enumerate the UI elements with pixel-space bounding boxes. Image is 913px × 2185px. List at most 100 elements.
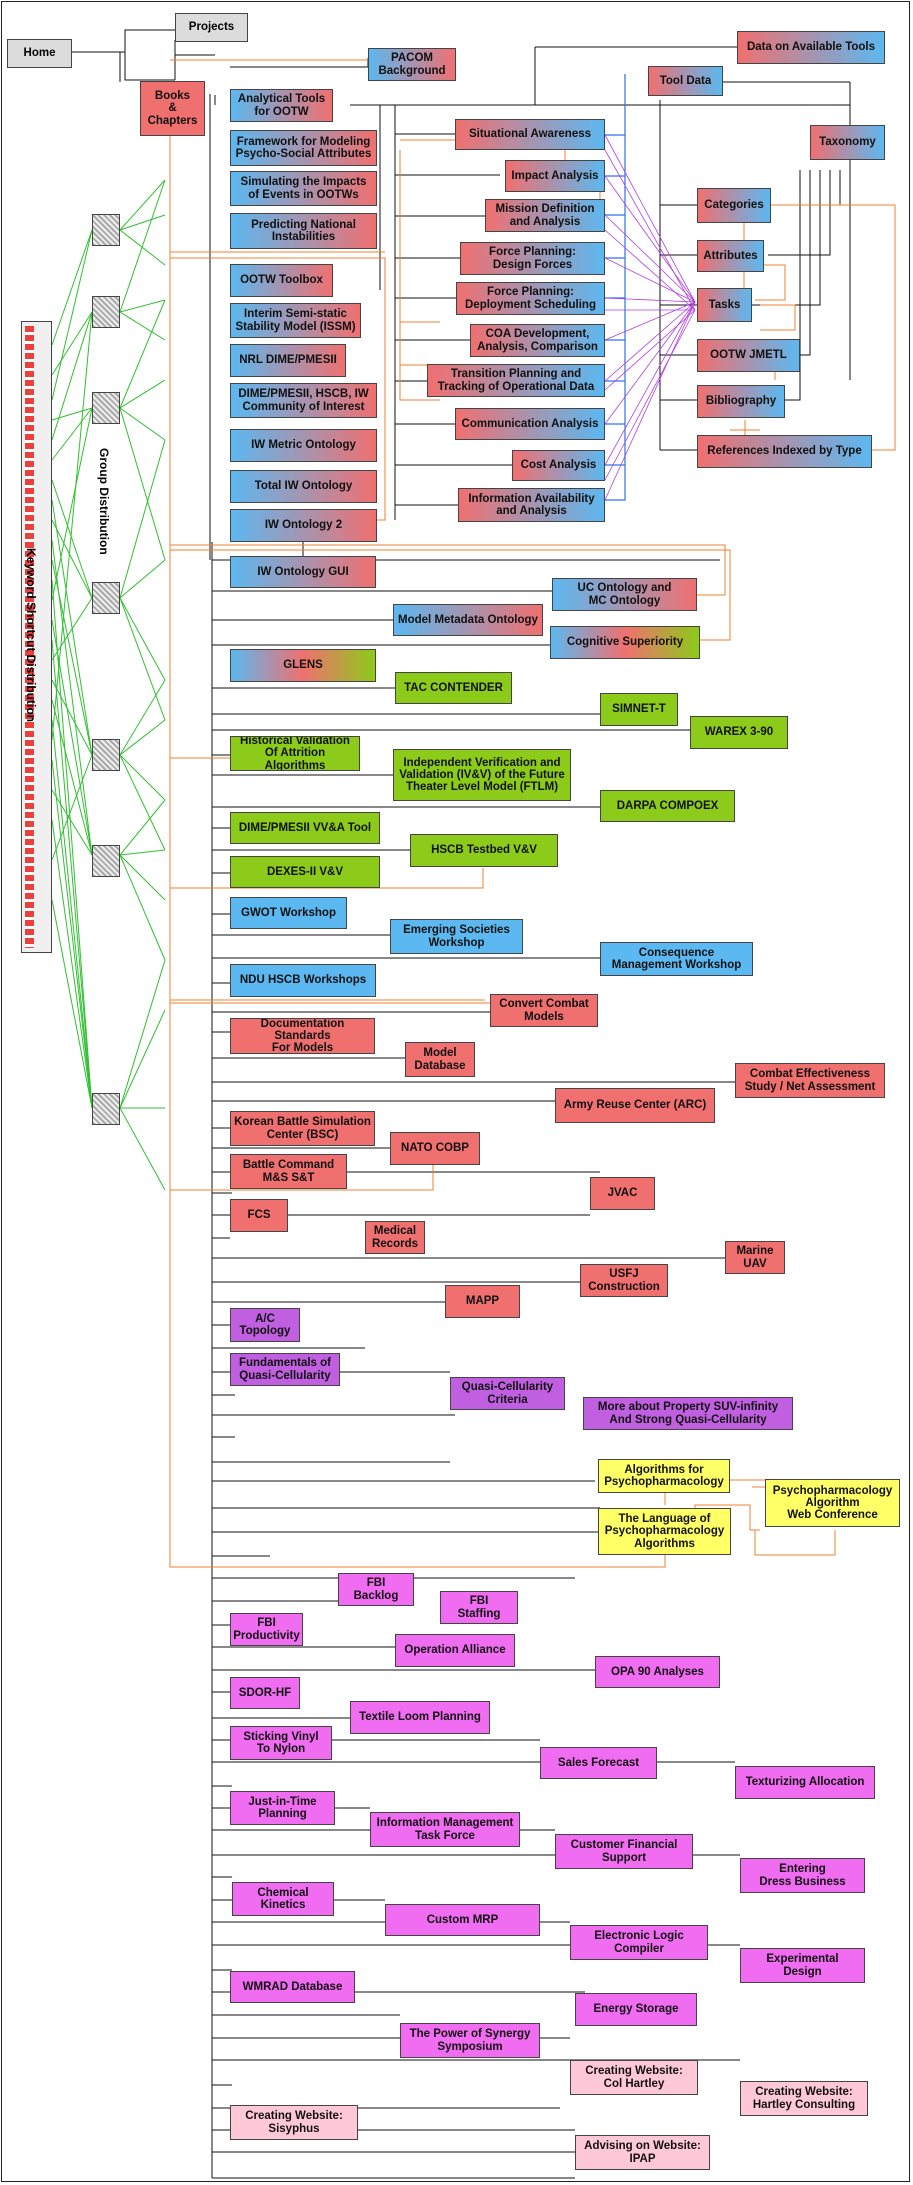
model-database-node[interactable]: Model Database bbox=[405, 1042, 475, 1077]
experimental-design-node[interactable]: Experimental Design bbox=[740, 1948, 865, 1983]
bibliography-node[interactable]: Bibliography bbox=[697, 385, 785, 418]
simulating-impacts-node[interactable]: Simulating the Impacts of Events in OOTW… bbox=[230, 171, 377, 206]
korean-battle-node[interactable]: Korean Battle Simulation Center (BSC) bbox=[230, 1111, 375, 1146]
sdor-hf-node[interactable]: SDOR-HF bbox=[230, 1677, 300, 1709]
attributes-node[interactable]: Attributes bbox=[697, 240, 764, 272]
coa-development-node[interactable]: COA Development, Analysis, Comparison bbox=[470, 324, 605, 357]
quasi-criteria-node[interactable]: Quasi-Cellularity Criteria bbox=[450, 1377, 565, 1410]
taxonomy-node[interactable]: Taxonomy bbox=[810, 125, 885, 160]
fbi-productivity-node[interactable]: FBI Productivity bbox=[230, 1613, 303, 1646]
texturizing-node[interactable]: Texturizing Allocation bbox=[735, 1766, 875, 1799]
ivv-ftlm-node[interactable]: Independent Verification and Validation … bbox=[393, 749, 571, 801]
group-node-5[interactable] bbox=[92, 739, 120, 771]
emerging-societies-node[interactable]: Emerging Societies Workshop bbox=[390, 919, 523, 954]
communication-analysis-node[interactable]: Communication Analysis bbox=[455, 408, 605, 440]
darpa-compoex-node[interactable]: DARPA COMPOEX bbox=[600, 790, 735, 822]
nrl-dime-node[interactable]: NRL DIME/PMESII bbox=[230, 344, 346, 377]
operation-alliance-node[interactable]: Operation Alliance bbox=[395, 1634, 515, 1667]
hscb-testbed-node[interactable]: HSCB Testbed V&V bbox=[410, 834, 558, 867]
group-node-4[interactable] bbox=[92, 582, 120, 614]
medical-records-node[interactable]: Medical Records bbox=[365, 1221, 425, 1254]
simnet-t-node[interactable]: SIMNET-T bbox=[600, 693, 678, 726]
entering-dress-node[interactable]: Entering Dress Business bbox=[740, 1858, 865, 1893]
fbi-staffing-node[interactable]: FBI Staffing bbox=[440, 1591, 518, 1624]
cognitive-superiority-node[interactable]: Cognitive Superiority bbox=[550, 626, 700, 659]
power-synergy-node[interactable]: The Power of Synergy Symposium bbox=[400, 2023, 540, 2058]
group-node-7[interactable] bbox=[92, 1093, 120, 1125]
categories-node[interactable]: Categories bbox=[697, 188, 771, 223]
wmrad-db-node[interactable]: WMRAD Database bbox=[230, 1971, 355, 2003]
group-node-6[interactable] bbox=[92, 845, 120, 877]
warex-node[interactable]: WAREX 3-90 bbox=[690, 716, 788, 749]
sticking-vinyl-node[interactable]: Sticking Vinyl To Nylon bbox=[230, 1726, 332, 1760]
dime-coi-node[interactable]: DIME/PMESII, HSCB, IW Community of Inter… bbox=[230, 383, 377, 418]
group-node-2[interactable] bbox=[92, 296, 120, 328]
just-in-time-node[interactable]: Just-in-Time Planning bbox=[230, 1791, 335, 1825]
group-node-3[interactable] bbox=[92, 392, 120, 424]
situational-awareness-node[interactable]: Situational Awareness bbox=[455, 119, 605, 150]
projects-node[interactable]: Projects bbox=[175, 13, 248, 42]
ootw-jmetl-node[interactable]: OOTW JMETL bbox=[697, 339, 800, 372]
consequence-mgmt-node[interactable]: Consequence Management Workshop bbox=[600, 942, 753, 976]
tool-data-node[interactable]: Tool Data bbox=[648, 66, 723, 96]
logic-compiler-node[interactable]: Electronic Logic Compiler bbox=[570, 1925, 708, 1960]
transition-planning-node[interactable]: Transition Planning and Tracking of Oper… bbox=[427, 364, 605, 397]
uc-mc-ontology-node[interactable]: UC Ontology and MC Ontology bbox=[552, 578, 697, 611]
glens-node[interactable]: GLENS bbox=[230, 649, 376, 682]
impact-analysis-node[interactable]: Impact Analysis bbox=[505, 160, 605, 192]
website-col-hartley-node[interactable]: Creating Website: Col Hartley bbox=[570, 2060, 698, 2095]
documentation-standards-node[interactable]: Documentation Standards For Models bbox=[230, 1018, 375, 1054]
gwot-workshop-node[interactable]: GWOT Workshop bbox=[230, 897, 347, 929]
iw-ontology-2-node[interactable]: IW Ontology 2 bbox=[230, 509, 377, 542]
force-planning-deploy-node[interactable]: Force Planning: Deployment Scheduling bbox=[456, 282, 605, 315]
analytical-tools-node[interactable]: Analytical Tools for OOTW bbox=[230, 89, 333, 122]
language-psycho-node[interactable]: The Language of Psychopharmacology Algor… bbox=[598, 1508, 731, 1555]
more-property-node[interactable]: More about Property SUV-infinity And Str… bbox=[583, 1397, 793, 1430]
website-hartley-consulting-node[interactable]: Creating Website: Hartley Consulting bbox=[740, 2081, 868, 2116]
iw-ontology-gui-node[interactable]: IW Ontology GUI bbox=[230, 556, 376, 588]
dime-vva-node[interactable]: DIME/PMESII VV&A Tool bbox=[230, 812, 380, 844]
dexes-node[interactable]: DEXES-II V&V bbox=[230, 856, 380, 888]
fcs-node[interactable]: FCS bbox=[230, 1199, 288, 1232]
chemical-kinetics-node[interactable]: Chemical Kinetics bbox=[232, 1882, 334, 1916]
textile-loom-node[interactable]: Textile Loom Planning bbox=[350, 1701, 490, 1734]
mapp-node[interactable]: MAPP bbox=[445, 1285, 520, 1318]
books-chapters-node[interactable]: Books & Chapters bbox=[140, 81, 205, 136]
tasks-node[interactable]: Tasks bbox=[697, 288, 752, 322]
custom-mrp-node[interactable]: Custom MRP bbox=[385, 1904, 540, 1936]
info-mgmt-node[interactable]: Information Management Task Force bbox=[370, 1812, 520, 1847]
psycho-conference-node[interactable]: Psychopharmacology Algorithm Web Confere… bbox=[765, 1479, 900, 1527]
marine-uav-node[interactable]: Marine UAV bbox=[725, 1241, 785, 1274]
combat-effectiveness-node[interactable]: Combat Effectiveness Study / Net Assessm… bbox=[735, 1063, 885, 1098]
sales-forecast-node[interactable]: Sales Forecast bbox=[540, 1747, 657, 1779]
references-indexed-node[interactable]: References Indexed by Type bbox=[697, 435, 872, 468]
algorithms-psycho-node[interactable]: Algorithms for Psychopharmacology bbox=[598, 1459, 730, 1493]
energy-storage-node[interactable]: Energy Storage bbox=[575, 1993, 697, 2026]
opa-90-node[interactable]: OPA 90 Analyses bbox=[595, 1656, 720, 1688]
total-iw-ontology-node[interactable]: Total IW Ontology bbox=[230, 470, 377, 503]
cost-analysis-node[interactable]: Cost Analysis bbox=[512, 450, 605, 481]
customer-financial-node[interactable]: Customer Financial Support bbox=[555, 1834, 693, 1869]
website-sisyphus-node[interactable]: Creating Website: Sisyphus bbox=[230, 2105, 358, 2140]
ndu-hscb-node[interactable]: NDU HSCB Workshops bbox=[230, 964, 376, 997]
pacom-background-node[interactable]: PACOM Background bbox=[368, 48, 456, 81]
mission-definition-node[interactable]: Mission Definition and Analysis bbox=[485, 199, 605, 232]
jvac-node[interactable]: JVAC bbox=[590, 1177, 655, 1210]
data-available-tools-node[interactable]: Data on Available Tools bbox=[737, 31, 885, 64]
iw-metric-ontology-node[interactable]: IW Metric Ontology bbox=[230, 429, 377, 462]
model-metadata-ontology-node[interactable]: Model Metadata Ontology bbox=[393, 604, 543, 636]
convert-combat-node[interactable]: Convert Combat Models bbox=[490, 994, 598, 1027]
nato-cobp-node[interactable]: NATO COBP bbox=[390, 1132, 480, 1165]
historical-validation-node[interactable]: Historical Validation Of Attrition Algor… bbox=[230, 736, 360, 771]
fundamentals-quasi-node[interactable]: Fundamentals of Quasi-Cellularity bbox=[230, 1353, 340, 1386]
tac-contender-node[interactable]: TAC CONTENDER bbox=[395, 672, 512, 704]
usfj-construction-node[interactable]: USFJ Construction bbox=[580, 1264, 668, 1297]
battle-command-node[interactable]: Battle Command M&S S&T bbox=[230, 1154, 347, 1189]
group-node-1[interactable] bbox=[92, 214, 120, 246]
home-node[interactable]: Home bbox=[7, 39, 72, 68]
framework-modeling-node[interactable]: Framework for Modeling Psycho-Social Att… bbox=[230, 130, 377, 166]
ootw-toolbox-node[interactable]: OOTW Toolbox bbox=[230, 264, 333, 297]
force-planning-design-node[interactable]: Force Planning: Design Forces bbox=[460, 242, 605, 275]
army-reuse-node[interactable]: Army Reuse Center (ARC) bbox=[555, 1088, 715, 1123]
issm-node[interactable]: Interim Semi-static Stability Model (ISS… bbox=[230, 303, 361, 338]
